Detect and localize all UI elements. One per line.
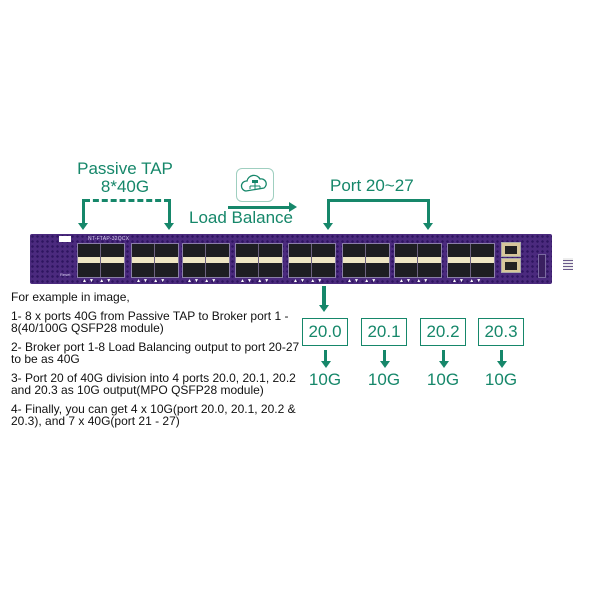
tap-bracket-dashed (84, 199, 170, 202)
cloud-network-icon (236, 168, 274, 202)
port-bracket-right (427, 199, 430, 223)
breakout-port-20-1: 20.1 (361, 318, 407, 346)
port-bracket-top (327, 199, 430, 202)
arrow-down-icon (321, 361, 331, 368)
arrow-down-icon (439, 361, 449, 368)
arrow-down-icon (380, 361, 390, 368)
port-leds: ▲▼ ▲▼ (82, 278, 114, 284)
port-leds: ▲▼ ▲▼ (293, 278, 325, 284)
port-leds: ▲▼ ▲▼ (187, 278, 219, 284)
port-range-label: Port 20~27 (330, 176, 414, 195)
notes-intro: For example in image, (11, 290, 130, 304)
passive-tap-line1: Passive TAP (77, 159, 173, 178)
arrow-down-icon (423, 223, 433, 230)
port-bracket-left (327, 199, 330, 223)
arrow-down-icon (78, 223, 88, 230)
qsfp-port-group (131, 243, 179, 278)
passive-tap-label: Passive TAP 8*40G (62, 160, 188, 196)
port-leds: ▲▼ ▲▼ (136, 278, 168, 284)
note-item: 4- Finally, you can get 4 x 10G(port 20.… (11, 401, 296, 428)
qsfp-port-group (77, 243, 125, 278)
speed-label: 10G (484, 370, 518, 389)
port-leds: ▲▼ ▲▼ (452, 278, 484, 284)
tap-bracket-left (82, 199, 85, 223)
arrow-down-icon (497, 361, 507, 368)
usb-port (563, 258, 573, 270)
arrow-down-icon (319, 305, 329, 312)
load-balance-arrow (228, 206, 290, 209)
qsfp-port-group (447, 243, 495, 278)
tap-bracket-right (168, 199, 171, 223)
breakout-port-20-2: 20.2 (420, 318, 466, 346)
rj45-port (501, 258, 521, 273)
port-leds: ▲▼ ▲▼ (347, 278, 379, 284)
passive-tap-line2: 8*40G (100, 177, 150, 196)
arrow-down-icon (323, 223, 333, 230)
speed-label: 10G (426, 370, 460, 389)
speed-label: 10G (367, 370, 401, 389)
note-item: 3- Port 20 of 40G division into 4 ports … (11, 370, 296, 397)
reset-label: Reset (60, 272, 71, 277)
breakout-port-20-0: 20.0 (302, 318, 348, 346)
brand-logo (59, 236, 71, 242)
speed-label: 10G (308, 370, 342, 389)
network-broker-switch: NT-FTAP-32QCX Reset ▲▼ ▲▼ ▲▼ ▲▼ ▲▼ ▲▼ ▲▼… (30, 234, 573, 284)
arrow-down-icon (164, 223, 174, 230)
note-item: 1- 8 x ports 40G from Passive TAP to Bro… (11, 308, 289, 335)
qsfp-port-group (342, 243, 390, 278)
breakout-port-20-3: 20.3 (478, 318, 524, 346)
console-port (538, 254, 546, 278)
arrow-stem (500, 350, 503, 362)
arrow-stem (383, 350, 386, 362)
load-balance-label: Load Balance (189, 208, 293, 227)
breakout-arrow-stem (322, 286, 326, 306)
arrow-stem (442, 350, 445, 362)
arrow-stem (324, 350, 327, 362)
arrow-right-icon (289, 202, 297, 212)
note-item: 2- Broker port 1-8 Load Balancing output… (11, 339, 300, 366)
explanation-notes: For example in image, 1- 8 x ports 40G f… (11, 291, 301, 434)
qsfp-port-group (182, 243, 230, 278)
qsfp-port-group-20 (288, 243, 336, 278)
rj45-port (501, 242, 521, 257)
port-leds: ▲▼ ▲▼ (240, 278, 272, 284)
model-label: NT-FTAP-32QCX (88, 236, 130, 242)
qsfp-port-group (394, 243, 442, 278)
port-leds: ▲▼ ▲▼ (399, 278, 431, 284)
qsfp-port-group (235, 243, 283, 278)
